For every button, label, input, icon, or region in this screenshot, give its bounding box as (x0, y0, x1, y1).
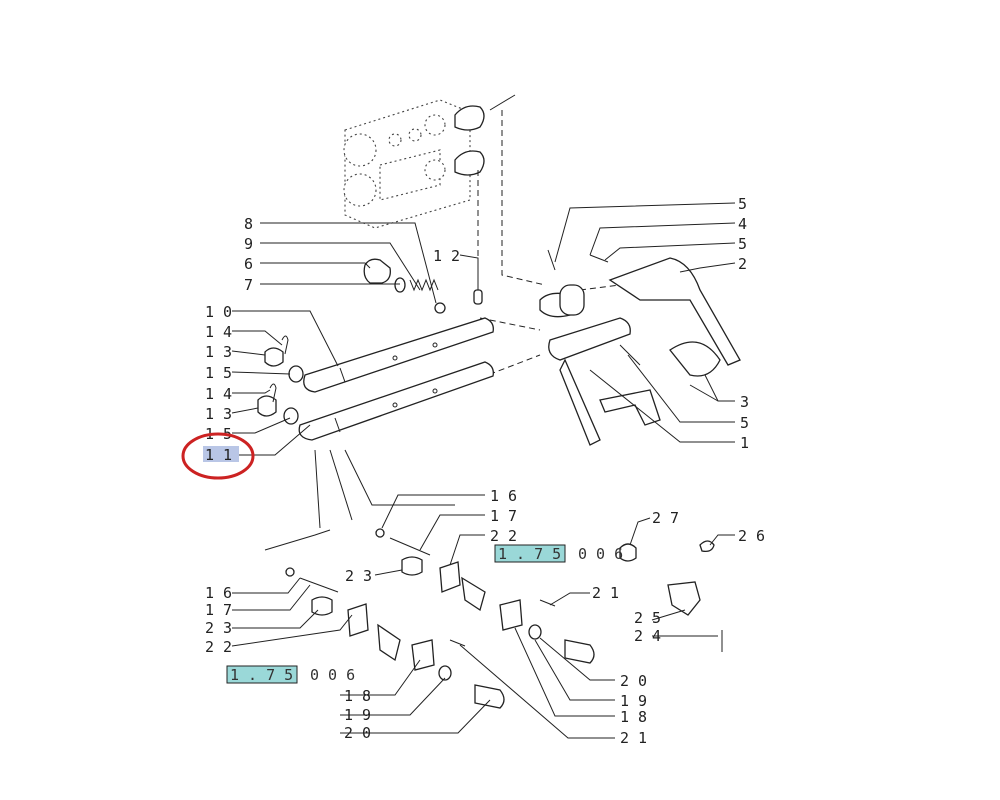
lower-exploded-parts (264, 449, 723, 709)
label-11[interactable]: 1 1 (205, 446, 232, 464)
label-13a: 1 3 (205, 343, 232, 361)
ref-lower-code: 1 . 7 5 (230, 666, 293, 684)
ref-lower-suffix: 0 0 6 (310, 666, 355, 684)
label-15a: 1 5 (205, 364, 232, 382)
label-12: 1 2 (433, 247, 460, 265)
label-14b: 1 4 (205, 385, 232, 403)
label-d16: 1 6 (205, 584, 232, 602)
label-d18: 1 8 (344, 687, 371, 705)
label-14a: 1 4 (205, 323, 232, 341)
label-e19: 1 9 (620, 692, 647, 710)
detent-assembly (363, 258, 483, 314)
ref-upper-code: 1 . 7 5 (498, 545, 561, 563)
label-9: 9 (244, 235, 253, 253)
label-5a: 5 (738, 195, 747, 213)
label-u22: 2 2 (490, 527, 517, 545)
label-d17: 1 7 (205, 601, 232, 619)
label-10: 1 0 (205, 303, 232, 321)
label-u17: 1 7 (490, 507, 517, 525)
label-5b: 5 (738, 235, 747, 253)
label-1: 1 (740, 434, 749, 452)
label-u24: 2 4 (634, 627, 661, 645)
label-7: 7 (244, 276, 253, 294)
label-e21: 2 1 (620, 729, 647, 747)
label-u25: 2 5 (634, 609, 661, 627)
label-8: 8 (244, 215, 253, 233)
label-6: 6 (244, 255, 253, 273)
shift-shafts (298, 317, 494, 441)
ref-upper-suffix: 0 0 6 (578, 545, 623, 563)
label-e20: 2 0 (620, 672, 647, 690)
label-4: 4 (738, 215, 747, 233)
label-u23: 2 3 (345, 567, 372, 585)
label-3: 3 (740, 393, 749, 411)
callout-circle (181, 432, 255, 480)
label-d19: 1 9 (344, 706, 371, 724)
label-5c: 5 (740, 414, 749, 432)
pin-set (257, 335, 304, 425)
ref-link-upper[interactable]: 1 . 7 5 0 0 6 (494, 544, 623, 563)
leader-lines (231, 202, 736, 739)
ghost-assembly (343, 94, 516, 229)
ref-link-lower[interactable]: 1 . 7 5 0 0 6 (226, 665, 355, 684)
shift-fork-assembly (539, 249, 741, 446)
label-13b: 1 3 (205, 405, 232, 423)
label-2: 2 (738, 255, 747, 273)
label-d22: 2 2 (205, 638, 232, 656)
label-e18: 1 8 (620, 708, 647, 726)
label-d20: 2 0 (344, 724, 371, 742)
label-u26: 2 6 (738, 527, 765, 545)
label-u21: 2 1 (592, 584, 619, 602)
label-d23: 2 3 (205, 619, 232, 637)
label-u16: 1 6 (490, 487, 517, 505)
label-u27: 2 7 (652, 509, 679, 527)
selected-label-highlight (203, 446, 239, 462)
